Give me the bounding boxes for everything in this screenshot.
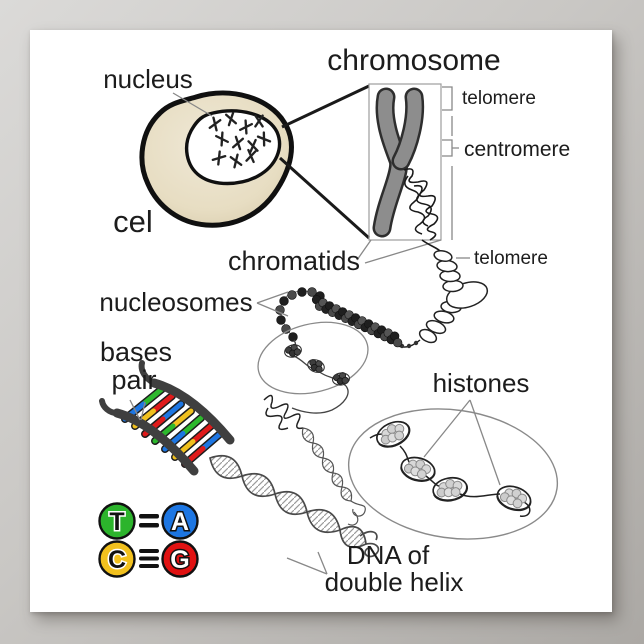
chromatids-pointer-left — [356, 239, 372, 261]
dna-label-arrow — [286, 551, 328, 575]
nucleus-pointer-line — [172, 92, 213, 117]
label-chromosome: chromosome — [327, 44, 500, 77]
poster: T A C G nucleus cel chromosome telomere — [30, 30, 612, 612]
label-dna-line1: DNA of — [347, 540, 430, 570]
triple-bond-icon — [139, 549, 159, 568]
dna-double-helix-drawing — [209, 454, 380, 558]
label-pair: pair — [111, 365, 156, 395]
ladder-rail-left — [112, 408, 199, 476]
telomere-bracket — [442, 86, 453, 111]
label-telomere-mid: telomere — [474, 248, 548, 269]
label-nucleus: nucleus — [103, 64, 193, 94]
double-bond-icon — [139, 514, 159, 528]
chromatid-right-arm — [394, 90, 422, 168]
base-G-letter: G — [170, 546, 189, 574]
ladder-rail-right — [149, 378, 235, 445]
chromatids-pointer-right — [364, 239, 442, 264]
base-C-circle — [98, 540, 136, 578]
chromatin-frizz — [263, 394, 304, 431]
nucleosomes-pointer-bottom — [256, 302, 289, 317]
bases-pointer-right — [140, 401, 146, 421]
label-bases: bases — [100, 337, 172, 367]
label-histones: histones — [433, 368, 530, 398]
chromosome-frame — [368, 83, 442, 241]
base-pair-legend: T A C G — [98, 502, 199, 578]
centromere-bracket — [442, 139, 459, 157]
nucleosome-unit — [430, 474, 471, 505]
label-nucleosomes: nucleosomes — [99, 287, 252, 317]
dna-structure-diagram: T A C G nucleus cel chromosome telomere — [98, 44, 570, 597]
base-A-circle — [161, 502, 199, 540]
chromatin-scribble — [403, 168, 439, 241]
histones-ellipse — [347, 399, 559, 540]
label-chromatids: chromatids — [228, 246, 360, 276]
histones-pointer-left — [423, 399, 471, 458]
dna-ladder — [99, 360, 235, 476]
base-C-letter: C — [108, 546, 126, 574]
label-centromere: centromere — [464, 138, 570, 161]
nucleosomes-pointer-top — [256, 291, 289, 304]
zoom-line-bottom — [278, 156, 371, 240]
base-T-letter: T — [109, 508, 124, 536]
label-dna-line2: double helix — [325, 567, 464, 597]
bases-pointer-left — [129, 399, 141, 421]
solenoid-beads — [311, 295, 403, 348]
base-A-letter: A — [171, 508, 189, 536]
label-telomere-top: telomere — [462, 88, 536, 109]
nucleosome-unit — [493, 481, 535, 516]
thin-dna-helix — [301, 427, 366, 526]
base-T-circle — [98, 502, 136, 540]
histones-pointer-right — [469, 399, 501, 486]
label-cell: cel — [113, 204, 153, 239]
zoom-line-top — [281, 84, 370, 129]
chromosome-drawing — [356, 83, 459, 264]
cell-drawing — [139, 90, 294, 228]
chromatin-coil — [395, 239, 489, 349]
nucleosome-zoom-ellipse — [257, 321, 369, 414]
base-G-circle — [161, 540, 199, 578]
solenoid-fiber — [256, 287, 403, 348]
